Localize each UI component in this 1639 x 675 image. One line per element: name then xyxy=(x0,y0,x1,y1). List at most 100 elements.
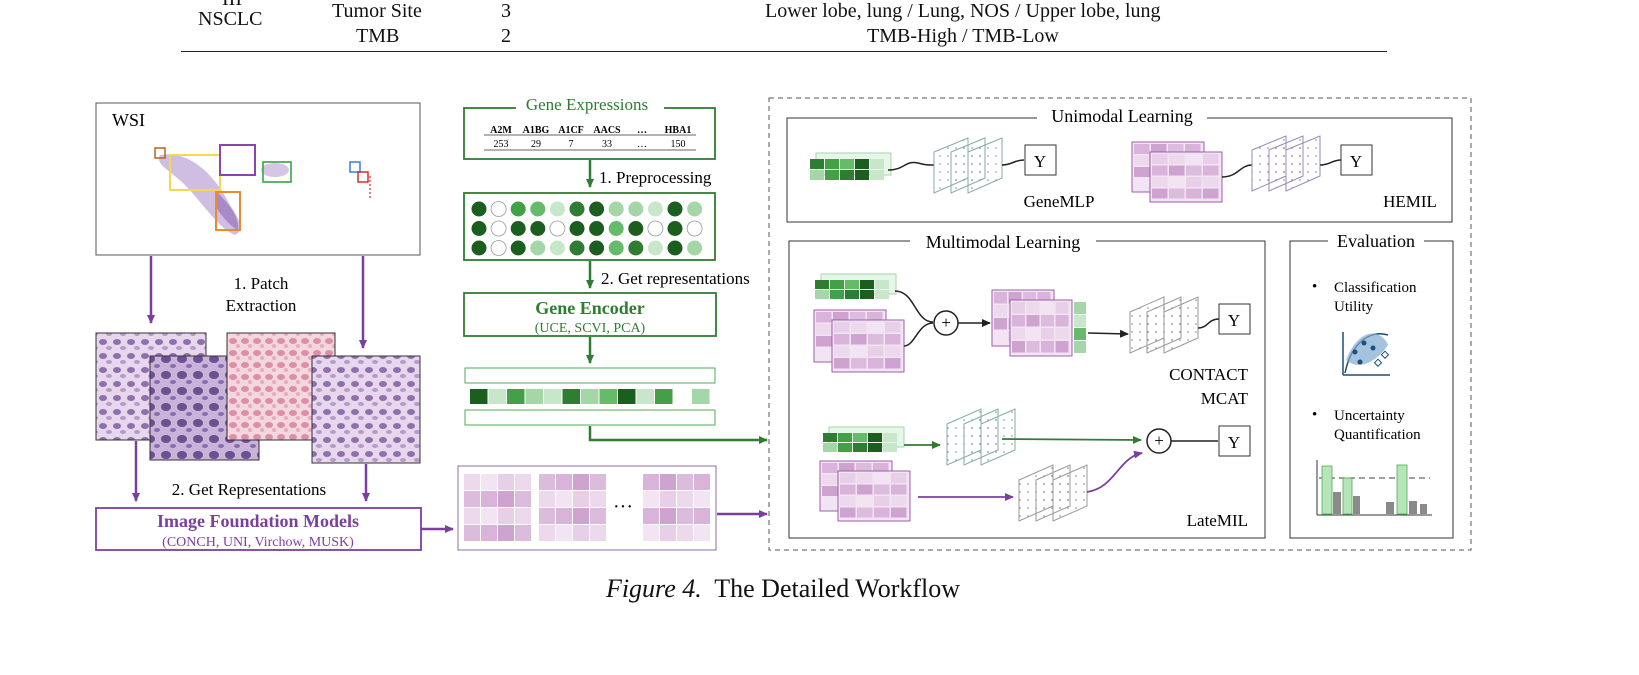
feature-cell xyxy=(481,491,497,507)
feature-cell xyxy=(590,508,606,524)
feature-cell xyxy=(481,508,497,524)
gene-dot xyxy=(471,221,487,236)
output-box xyxy=(1024,144,1057,176)
feature-cell xyxy=(573,474,589,490)
gene-dot xyxy=(549,201,565,217)
block-cell xyxy=(1023,292,1036,304)
block-cell xyxy=(850,312,866,323)
block-cell xyxy=(874,507,890,518)
embedding-cell xyxy=(692,389,710,404)
feature-cell xyxy=(515,508,531,524)
feature-cell xyxy=(590,491,606,507)
connector-line xyxy=(903,322,934,347)
feature-cell xyxy=(539,525,555,541)
embedding-cell xyxy=(544,389,562,404)
contact-layers xyxy=(1129,296,1199,354)
block-cell xyxy=(1169,154,1185,164)
gene-dot xyxy=(628,201,644,217)
block-cell xyxy=(830,290,844,299)
block-cell xyxy=(868,334,884,345)
latemil-label: LateMIL xyxy=(1187,511,1248,530)
fused-gene-cell xyxy=(1074,315,1086,327)
figure-caption: Figure 4. The Detailed Workflow xyxy=(0,574,1566,604)
block-cell xyxy=(1203,188,1219,199)
block-cell xyxy=(875,290,889,299)
embedding-cell xyxy=(636,389,654,404)
feature-cell xyxy=(556,508,572,524)
block-cell xyxy=(853,443,867,452)
table-cell-values: TMB-High / TMB-Low xyxy=(867,25,1059,47)
feature-cell xyxy=(643,525,659,541)
block-cell xyxy=(830,280,844,289)
block-cell xyxy=(874,484,890,495)
feature-cell xyxy=(694,474,710,490)
output-box xyxy=(1218,425,1251,457)
block-cell xyxy=(860,290,874,299)
block-cell xyxy=(1026,302,1040,314)
gene-value: 33 xyxy=(602,139,612,150)
block-cell xyxy=(816,324,832,335)
hemil-input-block xyxy=(1131,141,1223,203)
eval-uncertainty: Quantification xyxy=(1334,427,1421,443)
wsi-panel xyxy=(95,102,421,256)
block-cell xyxy=(1185,144,1201,154)
figure-caption-text: The Detailed Workflow xyxy=(714,574,961,603)
gene-dot xyxy=(549,220,566,237)
block-cell xyxy=(840,159,854,169)
gene-dot xyxy=(490,240,507,256)
gene-expressions-title: Gene Expressions xyxy=(526,95,648,114)
block-cell xyxy=(851,358,867,369)
block-cell xyxy=(1186,154,1202,164)
image-models-title: Image Foundation Models xyxy=(157,511,359,531)
block-cell xyxy=(1041,302,1054,314)
fused-gene-cell xyxy=(1074,302,1086,314)
block-cell xyxy=(853,433,867,442)
block-cell xyxy=(857,507,873,518)
feature-cell xyxy=(498,474,514,490)
gene-dot xyxy=(471,240,487,256)
block-cell xyxy=(868,433,882,442)
image-foundation-models-box xyxy=(95,507,422,551)
arrow-latemil-image-out xyxy=(1086,450,1143,493)
block-cell xyxy=(891,473,907,483)
gene-dot xyxy=(686,220,703,237)
feature-cell xyxy=(464,508,480,524)
embedding-cell xyxy=(470,389,488,404)
block-cell xyxy=(868,358,884,369)
contact-gene-block xyxy=(815,273,897,299)
block-cell xyxy=(1186,188,1202,199)
gene-value: 7 xyxy=(569,139,574,150)
block-cell xyxy=(1055,328,1069,340)
feature-cell xyxy=(498,491,514,507)
eval-classification: Utility xyxy=(1334,299,1374,315)
block-cell xyxy=(855,170,869,180)
hemil-label: HEMIL xyxy=(1383,192,1437,211)
models-panel xyxy=(768,97,1472,551)
connector-line xyxy=(1221,164,1253,178)
latemil-image-layers xyxy=(1018,464,1088,522)
feature-cell xyxy=(539,474,555,490)
gene-encoder-box xyxy=(463,292,717,337)
block-cell xyxy=(994,305,1007,317)
eval-uncertainty: Uncertainty xyxy=(1334,408,1405,424)
embedding-cell xyxy=(507,389,525,404)
feature-cell xyxy=(539,508,555,524)
table-cell-count: 3 xyxy=(501,0,511,22)
output-label: Y xyxy=(1350,152,1362,171)
block-cell xyxy=(816,312,832,323)
feature-cell xyxy=(660,525,676,541)
connector-line xyxy=(894,290,934,323)
block-cell xyxy=(1186,177,1202,187)
block-cell xyxy=(1041,315,1054,327)
feature-cell xyxy=(694,508,710,524)
table-cell-count: 2 xyxy=(501,25,511,47)
block-cell xyxy=(1169,188,1185,199)
block-cell xyxy=(868,322,884,333)
gene-dot xyxy=(510,201,526,217)
feature-cell xyxy=(660,474,676,490)
block-cell xyxy=(810,170,824,180)
gene-header: A1CF xyxy=(558,125,584,136)
block-cell xyxy=(815,280,829,289)
figure-label: Figure 4. xyxy=(605,574,702,603)
